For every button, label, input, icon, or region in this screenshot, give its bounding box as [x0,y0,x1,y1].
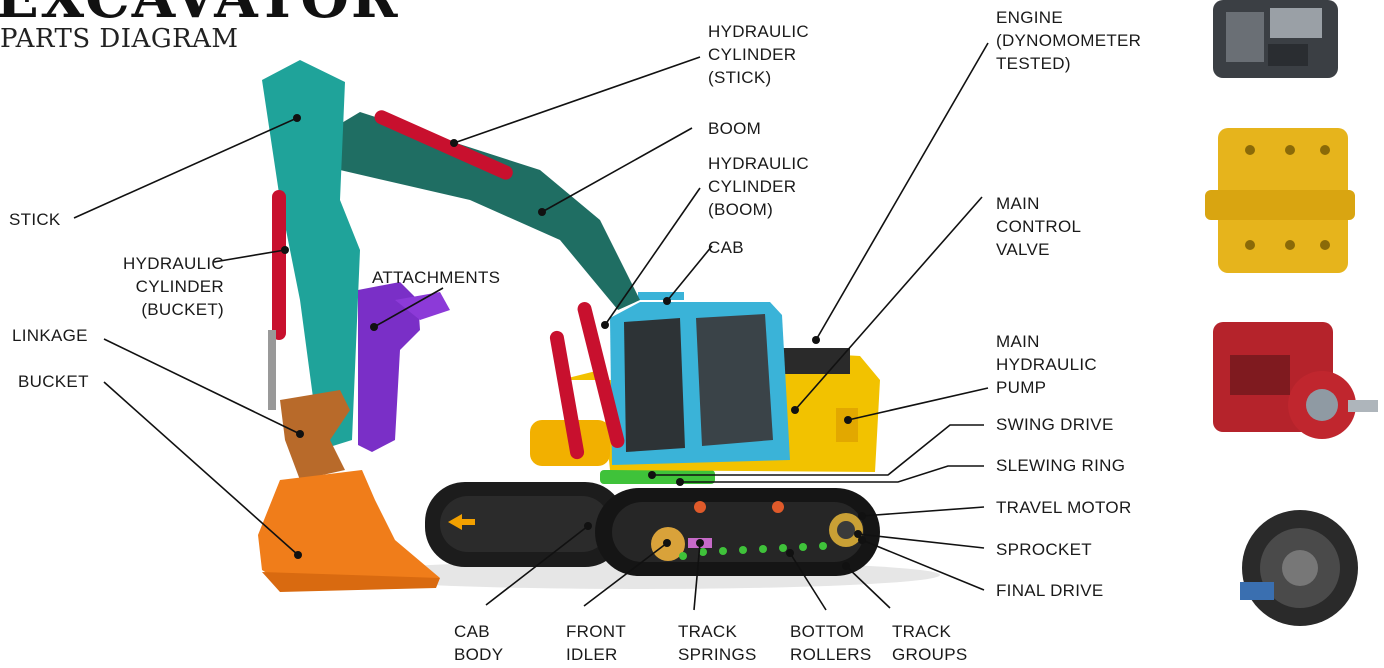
label-track-groups: TRACK GROUPS [892,620,967,666]
label-stick: STICK [9,208,61,231]
label-hydraulic-cylinder-bucket: HYDRAULIC CYLINDER (BUCKET) [78,252,224,321]
label-linkage: LINKAGE [12,324,88,347]
label-attachments: ATTACHMENTS [372,266,500,289]
label-hydraulic-cylinder-stick: HYDRAULIC CYLINDER (STICK) [708,20,809,89]
label-final-drive: FINAL DRIVE [996,579,1104,602]
label-swing-drive: SWING DRIVE [996,413,1114,436]
label-engine: ENGINE (DYNOMOMETER TESTED) [996,6,1141,75]
label-main-hydraulic-pump: MAIN HYDRAULIC PUMP [996,330,1097,399]
label-sprocket: SPROCKET [996,538,1092,561]
label-slewing-ring: SLEWING RING [996,454,1125,477]
label-hydraulic-cylinder-boom: HYDRAULIC CYLINDER (BOOM) [708,152,809,221]
label-bucket: BUCKET [18,370,89,393]
label-travel-motor: TRAVEL MOTOR [996,496,1132,519]
label-boom: BOOM [708,117,761,140]
label-bottom-rollers: BOTTOM ROLLERS [790,620,871,666]
label-track-springs: TRACK SPRINGS [678,620,757,666]
label-cab-body: CAB BODY [454,620,503,666]
label-front-idler: FRONT IDLER [566,620,626,666]
label-cab: CAB [708,236,744,259]
label-main-control-valve: MAIN CONTROL VALVE [996,192,1081,261]
